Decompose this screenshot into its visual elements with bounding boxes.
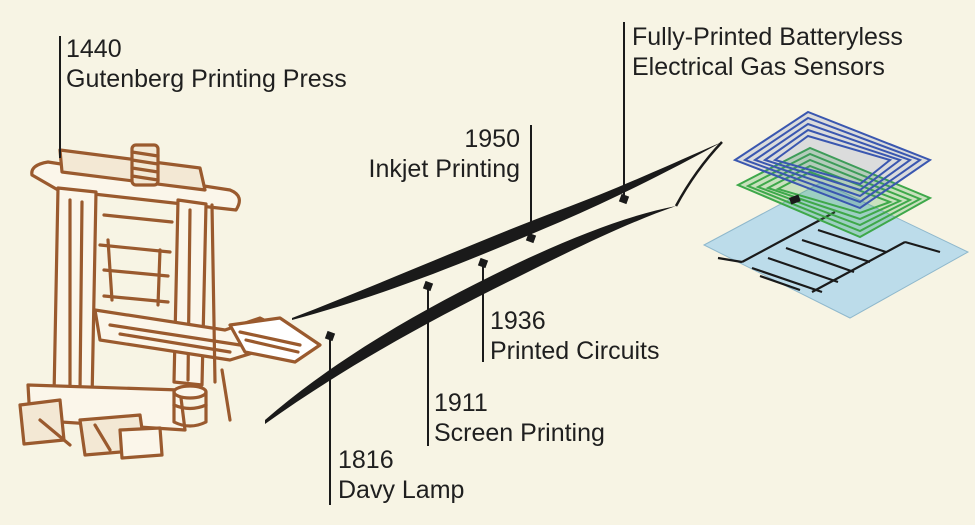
press-screw-icon — [130, 143, 160, 187]
davy-name: Davy Lamp — [338, 476, 465, 504]
marker-screen — [422, 280, 434, 292]
marker-davy — [324, 330, 336, 342]
blue-coil-layer — [732, 110, 933, 210]
screen-year: 1911 — [434, 389, 488, 417]
circuits-year: 1936 — [490, 307, 546, 335]
screen-name: Screen Printing — [434, 419, 605, 447]
label-davy: 1816 Davy Lamp — [338, 445, 464, 505]
sensor-line-2: Electrical Gas Sensors — [632, 53, 885, 81]
gas-sensor-illustration — [702, 110, 970, 319]
marker-inkjet — [525, 232, 537, 244]
label-inkjet: 1950 Inkjet Printing — [340, 124, 520, 184]
davy-year: 1816 — [338, 446, 394, 474]
gutenberg-name: Gutenberg Printing Press — [66, 65, 347, 93]
circuits-name: Printed Circuits — [490, 337, 660, 365]
label-gutenberg: 1440 Gutenberg Printing Press — [66, 34, 347, 94]
marker-circuits — [477, 257, 489, 269]
leader-lines — [59, 22, 625, 505]
inkjet-year: 1950 — [464, 125, 520, 153]
label-circuits: 1936 Printed Circuits — [490, 306, 660, 366]
printing-press-illustration — [18, 143, 322, 460]
label-screen: 1911 Screen Printing — [434, 388, 605, 448]
inkjet-name: Inkjet Printing — [368, 155, 520, 183]
barrel-icon — [172, 384, 208, 428]
swoosh-upper-stroke — [292, 142, 722, 320]
sensor-chip — [788, 194, 801, 205]
interdigitated-electrodes — [717, 211, 941, 294]
gutenberg-year: 1440 — [66, 35, 122, 63]
swoosh-arrow-tip — [674, 141, 723, 207]
label-sensor: Fully-Printed Batteryless Electrical Gas… — [632, 22, 903, 82]
marker-sensor — [618, 193, 630, 205]
sensor-line-1: Fully-Printed Batteryless — [632, 23, 903, 51]
milestone-markers — [324, 193, 630, 342]
timeline-swoosh — [265, 141, 723, 424]
